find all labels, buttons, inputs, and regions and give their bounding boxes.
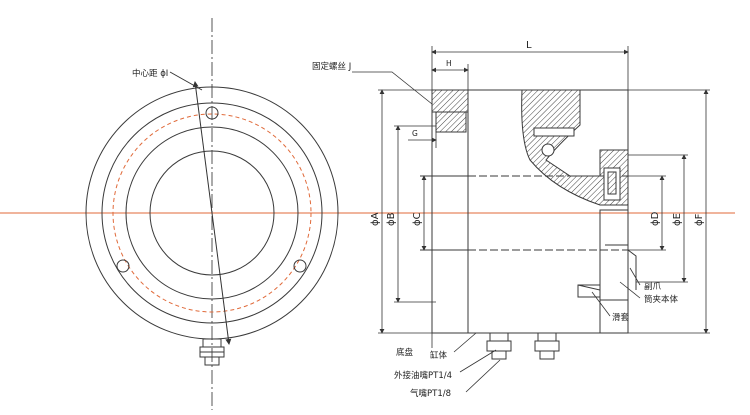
- fixing-screw-label: 固定螺丝 J: [312, 61, 351, 72]
- dim-E: ϕE: [672, 213, 683, 226]
- dim-A: ϕA: [370, 212, 381, 226]
- claw-label: 副爪: [644, 281, 662, 292]
- front-view: [85, 18, 339, 410]
- air-nozzle-label: 气嘴PT1/8: [410, 388, 451, 399]
- dimension-lines: [378, 46, 710, 334]
- dim-D: ϕD: [650, 211, 661, 226]
- center-distance-label: 中心距 ϕI: [132, 68, 168, 79]
- bolt-hole-left: [116, 259, 130, 273]
- dim-C: ϕC: [412, 212, 423, 226]
- sleeve-label: 滑套: [612, 312, 630, 323]
- dim-L: L: [526, 40, 532, 51]
- dim-B: ϕB: [386, 212, 397, 226]
- clamp-body-label: 筒夹本体: [644, 294, 679, 305]
- leader-lines: [352, 71, 641, 393]
- dim-G: G: [412, 129, 418, 138]
- section-view: [420, 89, 637, 360]
- upper-hatch: [521, 89, 629, 206]
- oil-nozzle-label: 外接油嘴PT1/4: [394, 370, 452, 381]
- bolt-hole-right: [293, 259, 307, 273]
- base-plate-label: 底盘: [396, 347, 414, 358]
- dim-H: H: [446, 59, 452, 68]
- flange-hatch: [431, 89, 469, 113]
- cylinder-label: 缸体: [430, 350, 448, 361]
- dim-F: ϕF: [694, 213, 705, 226]
